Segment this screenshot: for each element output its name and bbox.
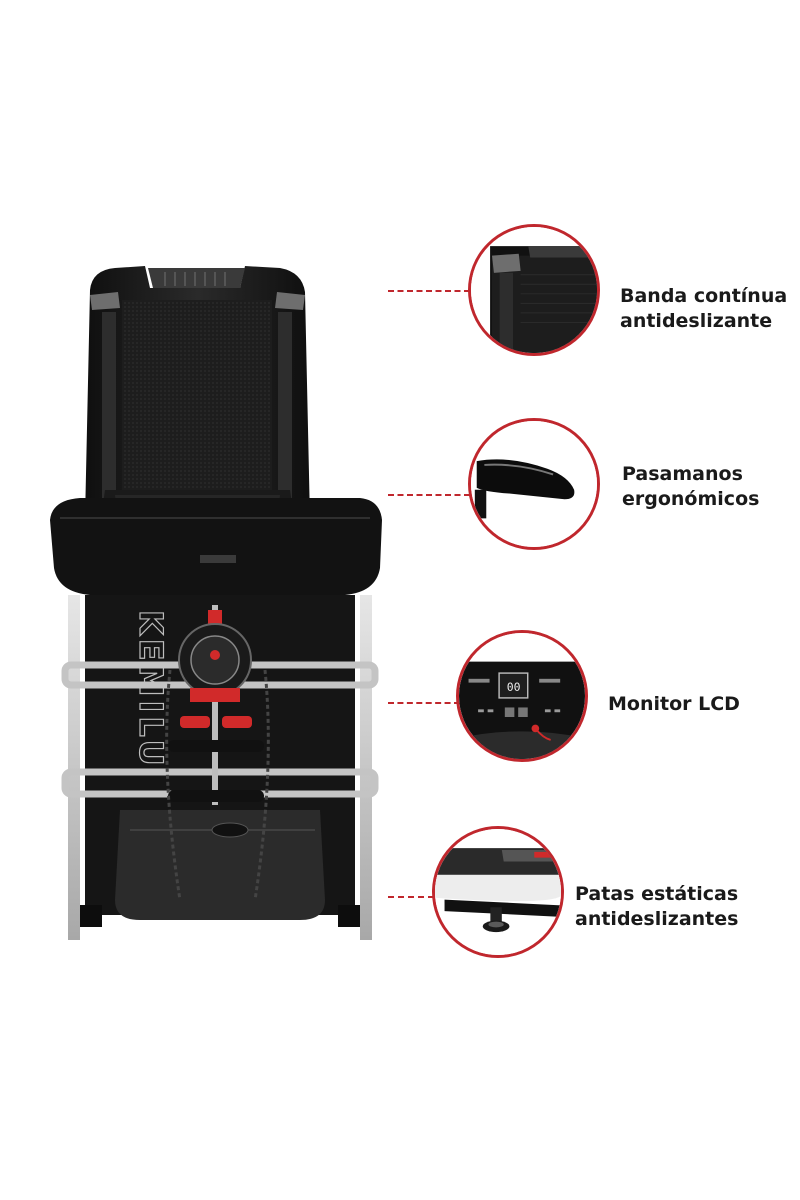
lcd-monitor-closeup-icon: 00 [456, 630, 588, 762]
leader-line-feet [388, 896, 434, 898]
console-tray [50, 498, 382, 595]
folded-deck [85, 266, 310, 525]
callout-label-monitor: Monitor LCD [608, 692, 740, 717]
side-brand-text: KEMILU [132, 610, 170, 770]
callout-label-feet: Patas estáticas antideslizantes [575, 882, 738, 932]
leader-line-belt [388, 290, 470, 292]
callout-feet-line1: Patas estáticas [575, 883, 739, 905]
leader-line-handrail [388, 494, 470, 496]
center-accessory [165, 605, 270, 901]
leader-line-monitor [388, 702, 460, 704]
callout-feet-line2: antideslizantes [575, 908, 739, 930]
svg-text:00: 00 [507, 680, 521, 694]
callout-handrail-line2: ergonómicos [622, 488, 760, 510]
callout-label-handrail: Pasamanos ergonómicos [622, 462, 759, 512]
callout-handrail-line1: Pasamanos [622, 463, 743, 485]
callout-label-belt: Banda contínua antideslizante [620, 284, 787, 334]
handrail-closeup-icon [468, 418, 600, 550]
callout-belt-line1: Banda contínua [620, 285, 788, 307]
treadmill-product-image: KEMILU [50, 266, 382, 940]
treadmill-belt-closeup-icon [468, 224, 600, 356]
callout-monitor-line1: Monitor LCD [608, 693, 740, 715]
callout-belt-line2: antideslizante [620, 310, 773, 332]
anti-slip-foot-closeup-icon [432, 826, 564, 958]
